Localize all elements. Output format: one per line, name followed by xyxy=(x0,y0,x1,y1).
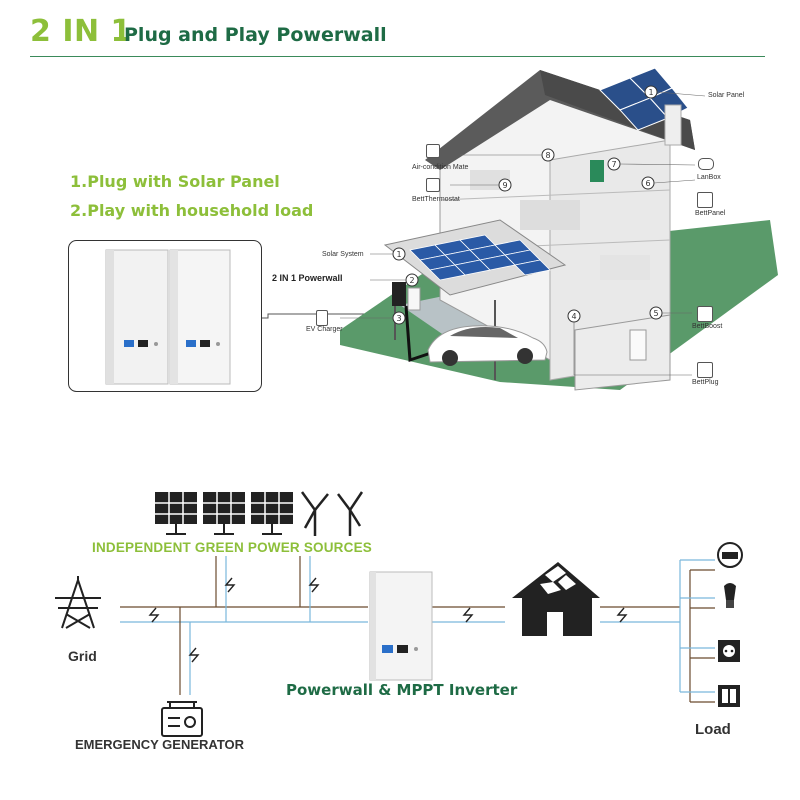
page-title: Plug and Play Powerwall xyxy=(124,24,387,46)
thermostat-icon xyxy=(426,178,440,192)
callout-bettpanel: BettPanel xyxy=(695,210,726,217)
callout-solar-system: Solar System xyxy=(322,251,364,258)
callout-ev-charger: EV Charger xyxy=(306,326,343,333)
header-divider xyxy=(30,56,765,57)
green-power-sources-label: INDEPENDENT GREEN POWER SOURCES xyxy=(92,540,372,555)
generator-label: EMERGENCY GENERATOR xyxy=(75,737,245,752)
marker-9: 9 xyxy=(502,181,507,190)
lanbox-icon xyxy=(698,158,714,170)
inverter-label: Powerwall & MPPT Inverter xyxy=(286,681,518,699)
callout-2in1-powerwall: 2 IN 1 Powerwall xyxy=(272,273,343,283)
title-2in1: 2 IN 1 xyxy=(30,14,132,49)
load-label: Load xyxy=(695,721,731,738)
bettplug-icon xyxy=(697,362,713,378)
house-illustration: 1 8 9 7 6 1 2 3 4 5 xyxy=(340,67,778,391)
marker-3: 3 xyxy=(396,314,401,323)
marker-1-roof: 1 xyxy=(648,88,653,97)
marker-8: 8 xyxy=(545,151,550,160)
lightning-bolt-icons xyxy=(148,577,628,663)
grid-label: Grid xyxy=(68,648,97,664)
load-bulb-icon xyxy=(724,583,736,608)
system-diagram xyxy=(55,491,743,737)
ev-charger-icon xyxy=(316,310,328,326)
marker-4: 4 xyxy=(571,312,576,321)
car-illustration xyxy=(427,325,548,366)
inverter-unit-icon xyxy=(369,571,433,681)
bettpanel-icon xyxy=(697,192,713,208)
callout-bett-thermostat: BettThermostat xyxy=(412,196,460,203)
box-connector-line xyxy=(262,313,392,319)
load-socket-icon xyxy=(718,640,740,662)
powerwall-product-box xyxy=(68,240,262,392)
marker-7: 7 xyxy=(611,160,616,169)
marker-6: 6 xyxy=(645,179,650,188)
callout-solar-panel: Solar Panel xyxy=(708,92,745,99)
bettboost-icon xyxy=(697,306,713,322)
load-ev-icon xyxy=(717,542,743,568)
marker-2: 2 xyxy=(409,276,414,285)
callout-bettboost: BettBoost xyxy=(692,323,723,330)
generator-icon xyxy=(161,701,203,737)
solar-panel-icons xyxy=(155,492,293,535)
marker-1-carport: 1 xyxy=(396,250,401,259)
air-condition-mate-icon xyxy=(426,144,440,158)
callout-air-condition-mate: Air-condition Mate xyxy=(412,164,469,171)
marker-5: 5 xyxy=(653,309,658,318)
load-switch-icon xyxy=(718,685,740,707)
house-solar-icon xyxy=(512,562,600,636)
callout-lanbox: LanBox xyxy=(697,174,721,181)
callout-bettplug: BettPlug xyxy=(692,379,719,386)
feature-solar: 1.Plug with Solar Panel xyxy=(70,172,280,191)
feature-load: 2.Play with household load xyxy=(70,201,314,220)
grid-tower-icon xyxy=(55,576,101,629)
wind-turbine-icons xyxy=(300,491,364,536)
